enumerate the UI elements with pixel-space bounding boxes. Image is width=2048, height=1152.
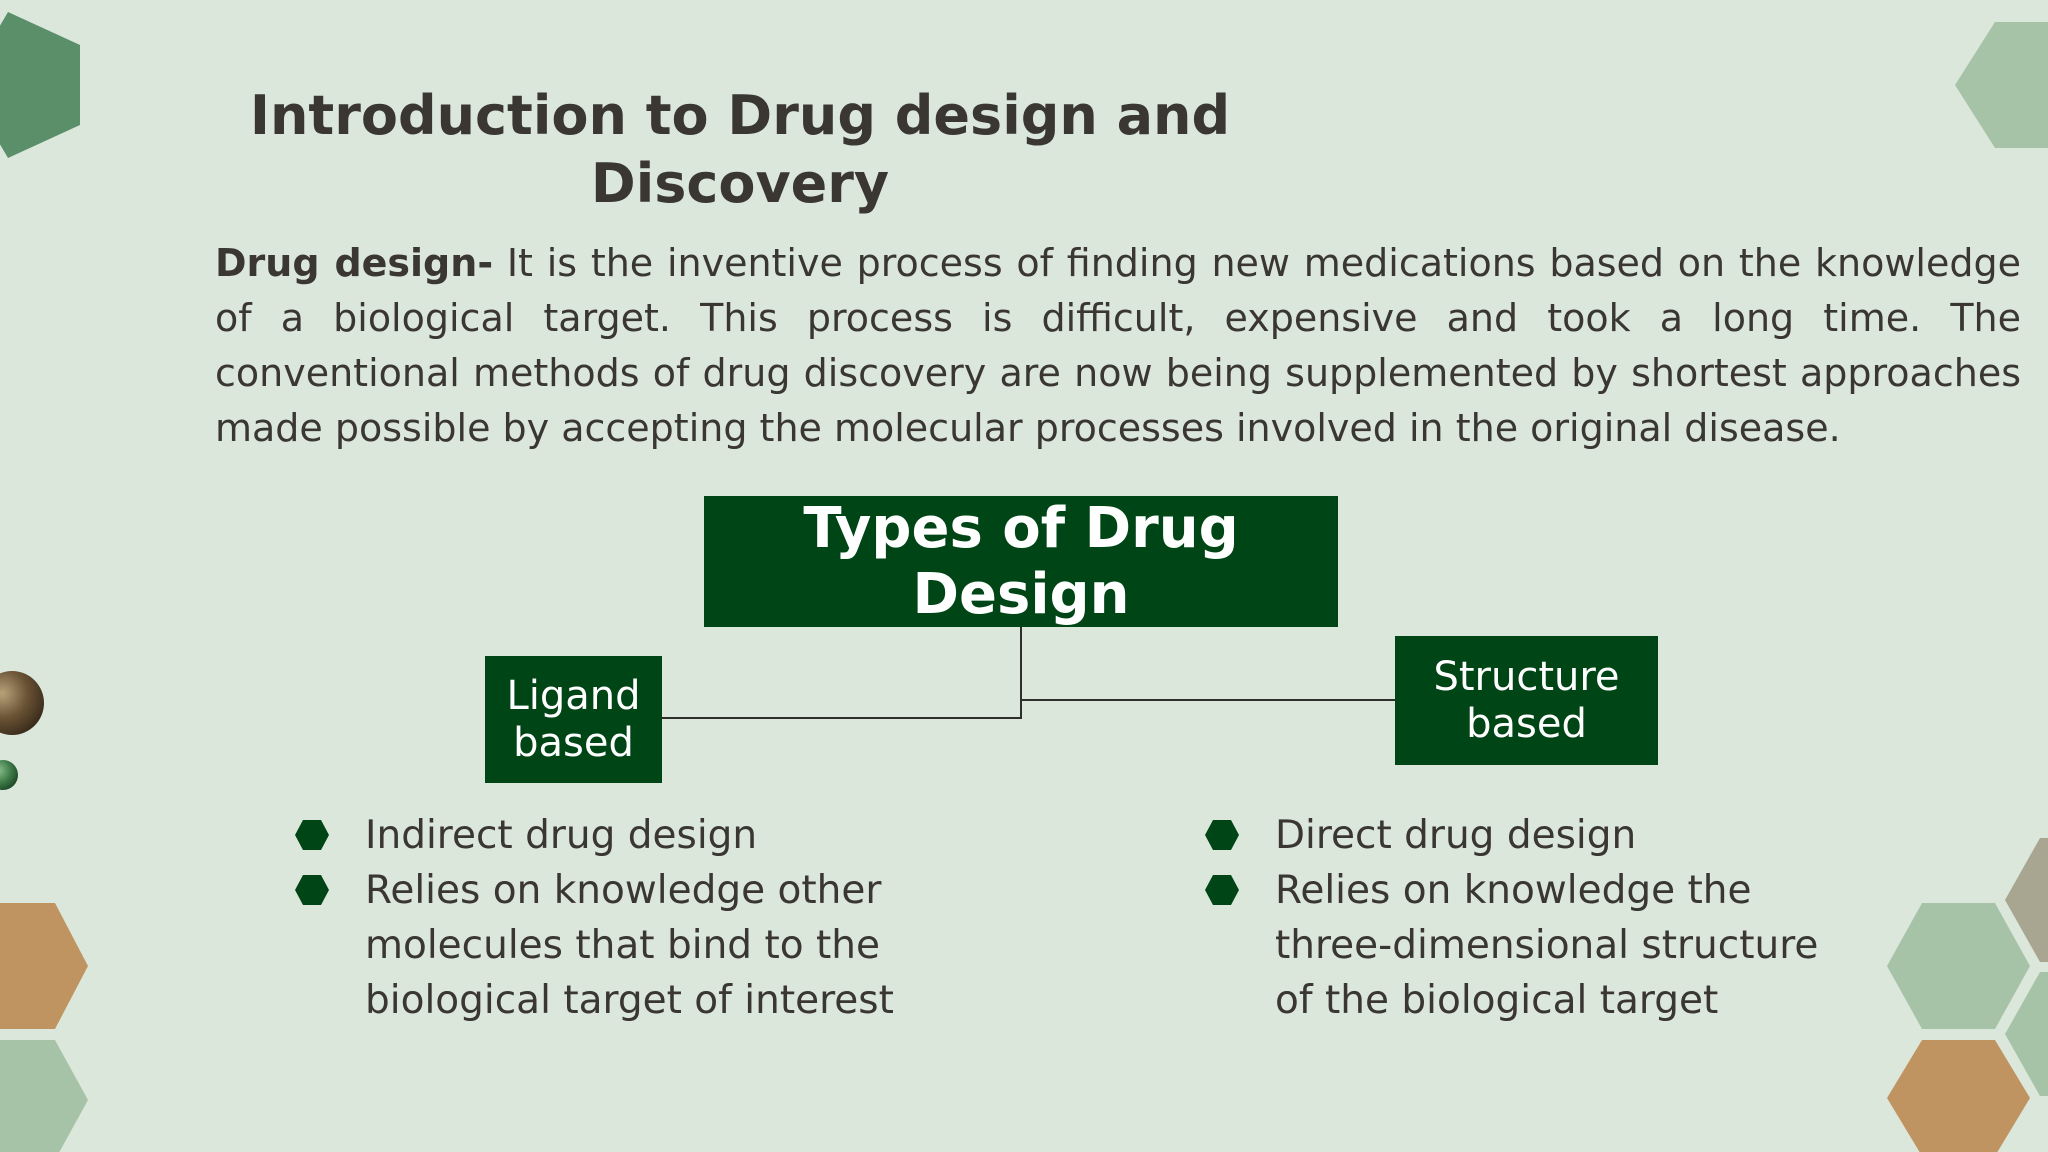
hexagon-bullet-icon xyxy=(1205,875,1239,905)
hexagon-decoration xyxy=(2005,972,2048,1096)
bullet-text-line: Relies on knowledge other xyxy=(365,868,882,913)
hexagon-decoration xyxy=(1955,22,2048,148)
bullet-text-line: three-dimensional structure xyxy=(1275,923,1819,968)
title-line-2: Discovery xyxy=(590,152,890,215)
hexagon-decoration xyxy=(0,1040,88,1152)
bullet-text-line: Relies on knowledge the xyxy=(1275,868,1752,913)
title-line-1: Introduction to Drug design and xyxy=(249,84,1231,147)
ligand-box-line-2: based xyxy=(513,719,634,766)
list-item: Relies on knowledge other molecules that… xyxy=(295,863,895,1028)
bullet-text-line: biological target of interest xyxy=(365,978,894,1023)
bullet-text-line: molecules that bind to the xyxy=(365,923,880,968)
main-box-line-2: Design xyxy=(912,561,1130,627)
hexagon-decoration xyxy=(2005,838,2048,962)
sphere-decoration xyxy=(0,671,44,735)
list-item: Indirect drug design xyxy=(295,808,895,863)
hexagon-bullet-icon xyxy=(295,820,329,850)
hexagon-bullet-icon xyxy=(295,875,329,905)
ligand-box-line-1: Ligand xyxy=(506,672,641,719)
intro-paragraph: Drug design- It is the inventive process… xyxy=(215,236,2021,456)
structure-based-box: Structure based xyxy=(1395,636,1658,765)
intro-term: Drug design- xyxy=(215,241,494,285)
hexagon-decoration xyxy=(1887,1040,2030,1152)
list-item: Relies on knowledge the three-dimensiona… xyxy=(1205,863,1825,1028)
list-item: Direct drug design xyxy=(1205,808,1825,863)
hexagon-decoration xyxy=(0,12,80,158)
bullet-text: Direct drug design xyxy=(1275,813,1637,858)
ligand-based-box: Ligand based xyxy=(485,656,662,783)
structure-box-line-1: Structure xyxy=(1433,653,1620,700)
intro-text: It is the inventive process of finding n… xyxy=(215,241,2021,450)
structure-bullet-list: Direct drug design Relies on knowledge t… xyxy=(1205,808,1825,1028)
ligand-bullet-list: Indirect drug design Relies on knowledge… xyxy=(295,808,895,1028)
bullet-text: Indirect drug design xyxy=(365,813,758,858)
hexagon-bullet-icon xyxy=(1205,820,1239,850)
sphere-decoration xyxy=(0,760,18,790)
page-title: Introduction to Drug design and Discover… xyxy=(240,82,1240,218)
hexagon-decoration xyxy=(1887,903,2030,1029)
hexagon-decoration xyxy=(0,903,88,1029)
types-of-drug-design-box: Types of Drug Design xyxy=(704,496,1338,627)
structure-box-line-2: based xyxy=(1466,700,1587,747)
main-box-line-1: Types of Drug xyxy=(803,495,1239,561)
bullet-text-line: of the biological target xyxy=(1275,978,1719,1023)
